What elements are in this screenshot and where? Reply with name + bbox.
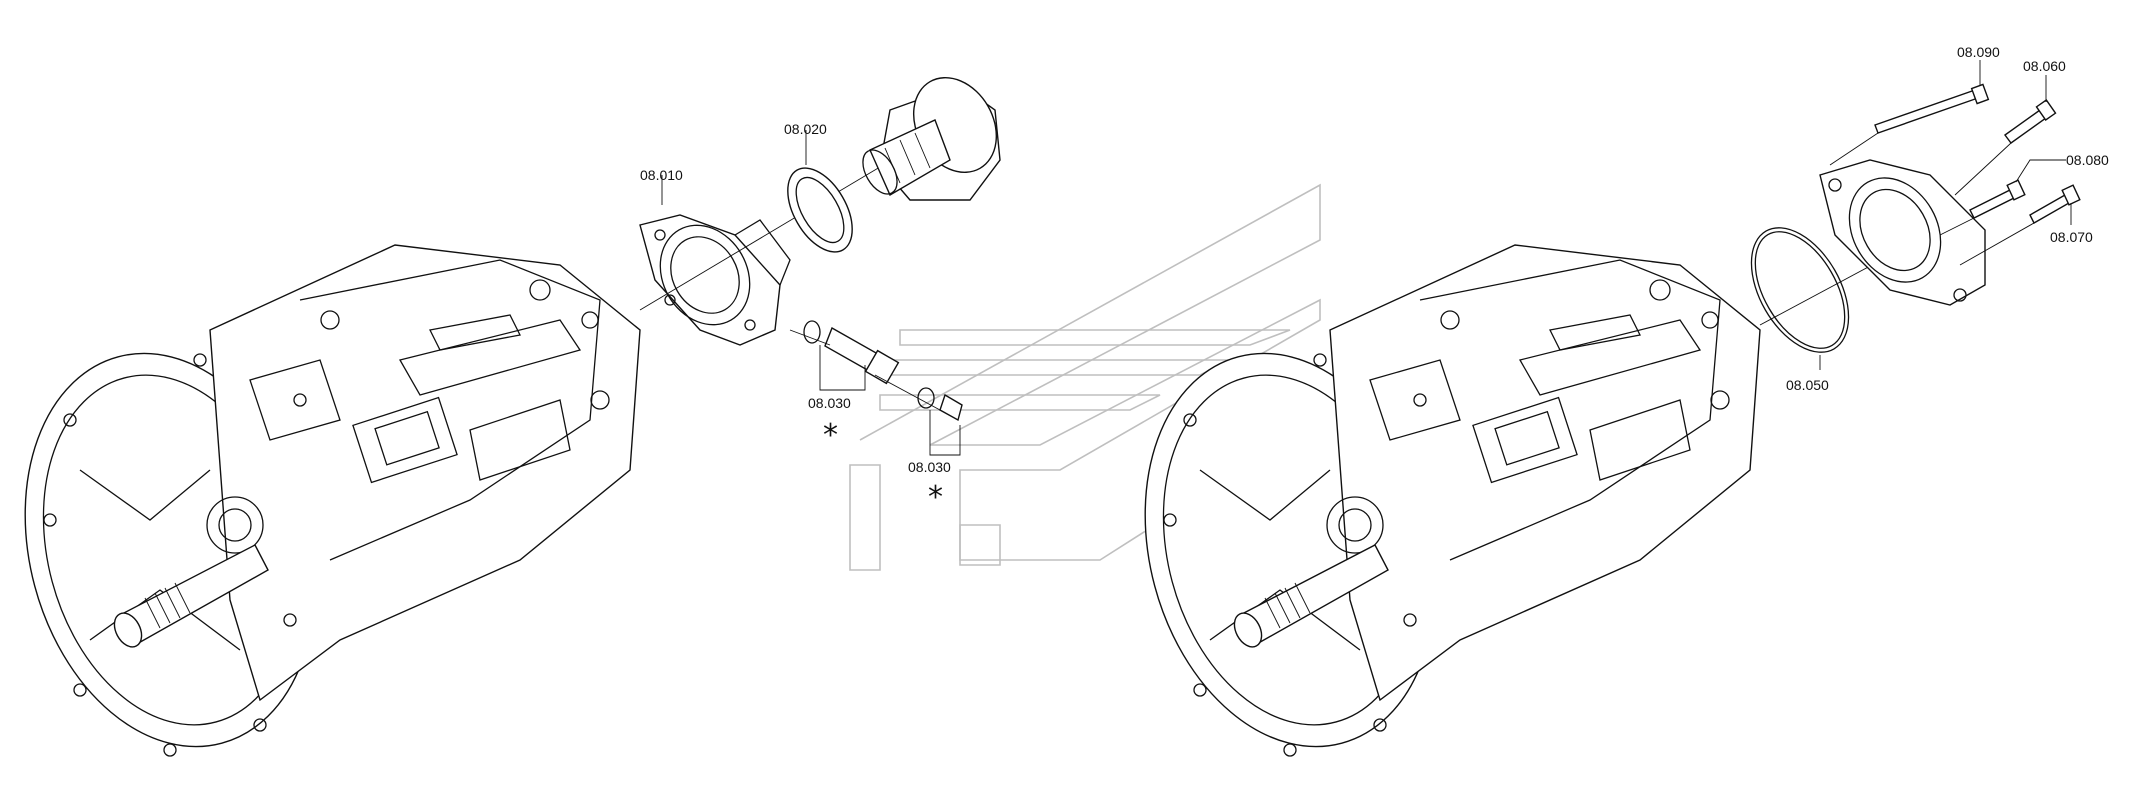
axis-line-left	[639, 154, 901, 311]
part-08060-bolt	[2004, 99, 2057, 144]
star-marker-a: *	[823, 418, 838, 453]
callout-label-08030b: 08.030	[908, 459, 951, 475]
callout-08070: 08.070	[2050, 203, 2093, 245]
callout-08020: 08.020	[784, 121, 827, 165]
bolt-axis-lines	[1829, 132, 2035, 266]
part-08020-seal-ring	[787, 167, 853, 253]
gearbox-left	[24, 244, 641, 757]
rear-cover-right	[1819, 159, 1986, 306]
callout-label-08010: 08.010	[640, 167, 683, 183]
sensor-axis-line	[789, 329, 941, 411]
callout-08030b: 08.030 *	[908, 410, 961, 515]
callout-08060: 08.060	[2023, 58, 2066, 102]
callout-08090: 08.090	[1957, 44, 2000, 86]
callout-08050: 08.050	[1786, 355, 1829, 393]
part-08050-o-ring	[1750, 227, 1850, 353]
callout-08030a: 08.030 *	[808, 345, 866, 453]
callout-08080: 08.080	[2015, 152, 2109, 183]
callout-label-08090: 08.090	[1957, 44, 2000, 60]
star-marker-b: *	[928, 480, 943, 515]
callout-label-08060: 08.060	[2023, 58, 2066, 74]
callout-label-08080: 08.080	[2066, 152, 2109, 168]
part-08080-bolt	[1969, 179, 2026, 219]
part-08070-bolt	[2029, 184, 2081, 224]
part-08010-flange-housing	[639, 214, 791, 346]
part-08090-bolt	[1874, 83, 1990, 134]
gearbox-right	[1144, 244, 1761, 757]
output-flange	[862, 77, 1001, 201]
callout-08010: 08.010	[640, 167, 683, 205]
callout-label-08020: 08.020	[784, 121, 827, 137]
watermark-logo	[849, 183, 1321, 571]
callout-label-08050: 08.050	[1786, 377, 1829, 393]
callout-label-08030a: 08.030	[808, 395, 851, 411]
callout-label-08070: 08.070	[2050, 229, 2093, 245]
